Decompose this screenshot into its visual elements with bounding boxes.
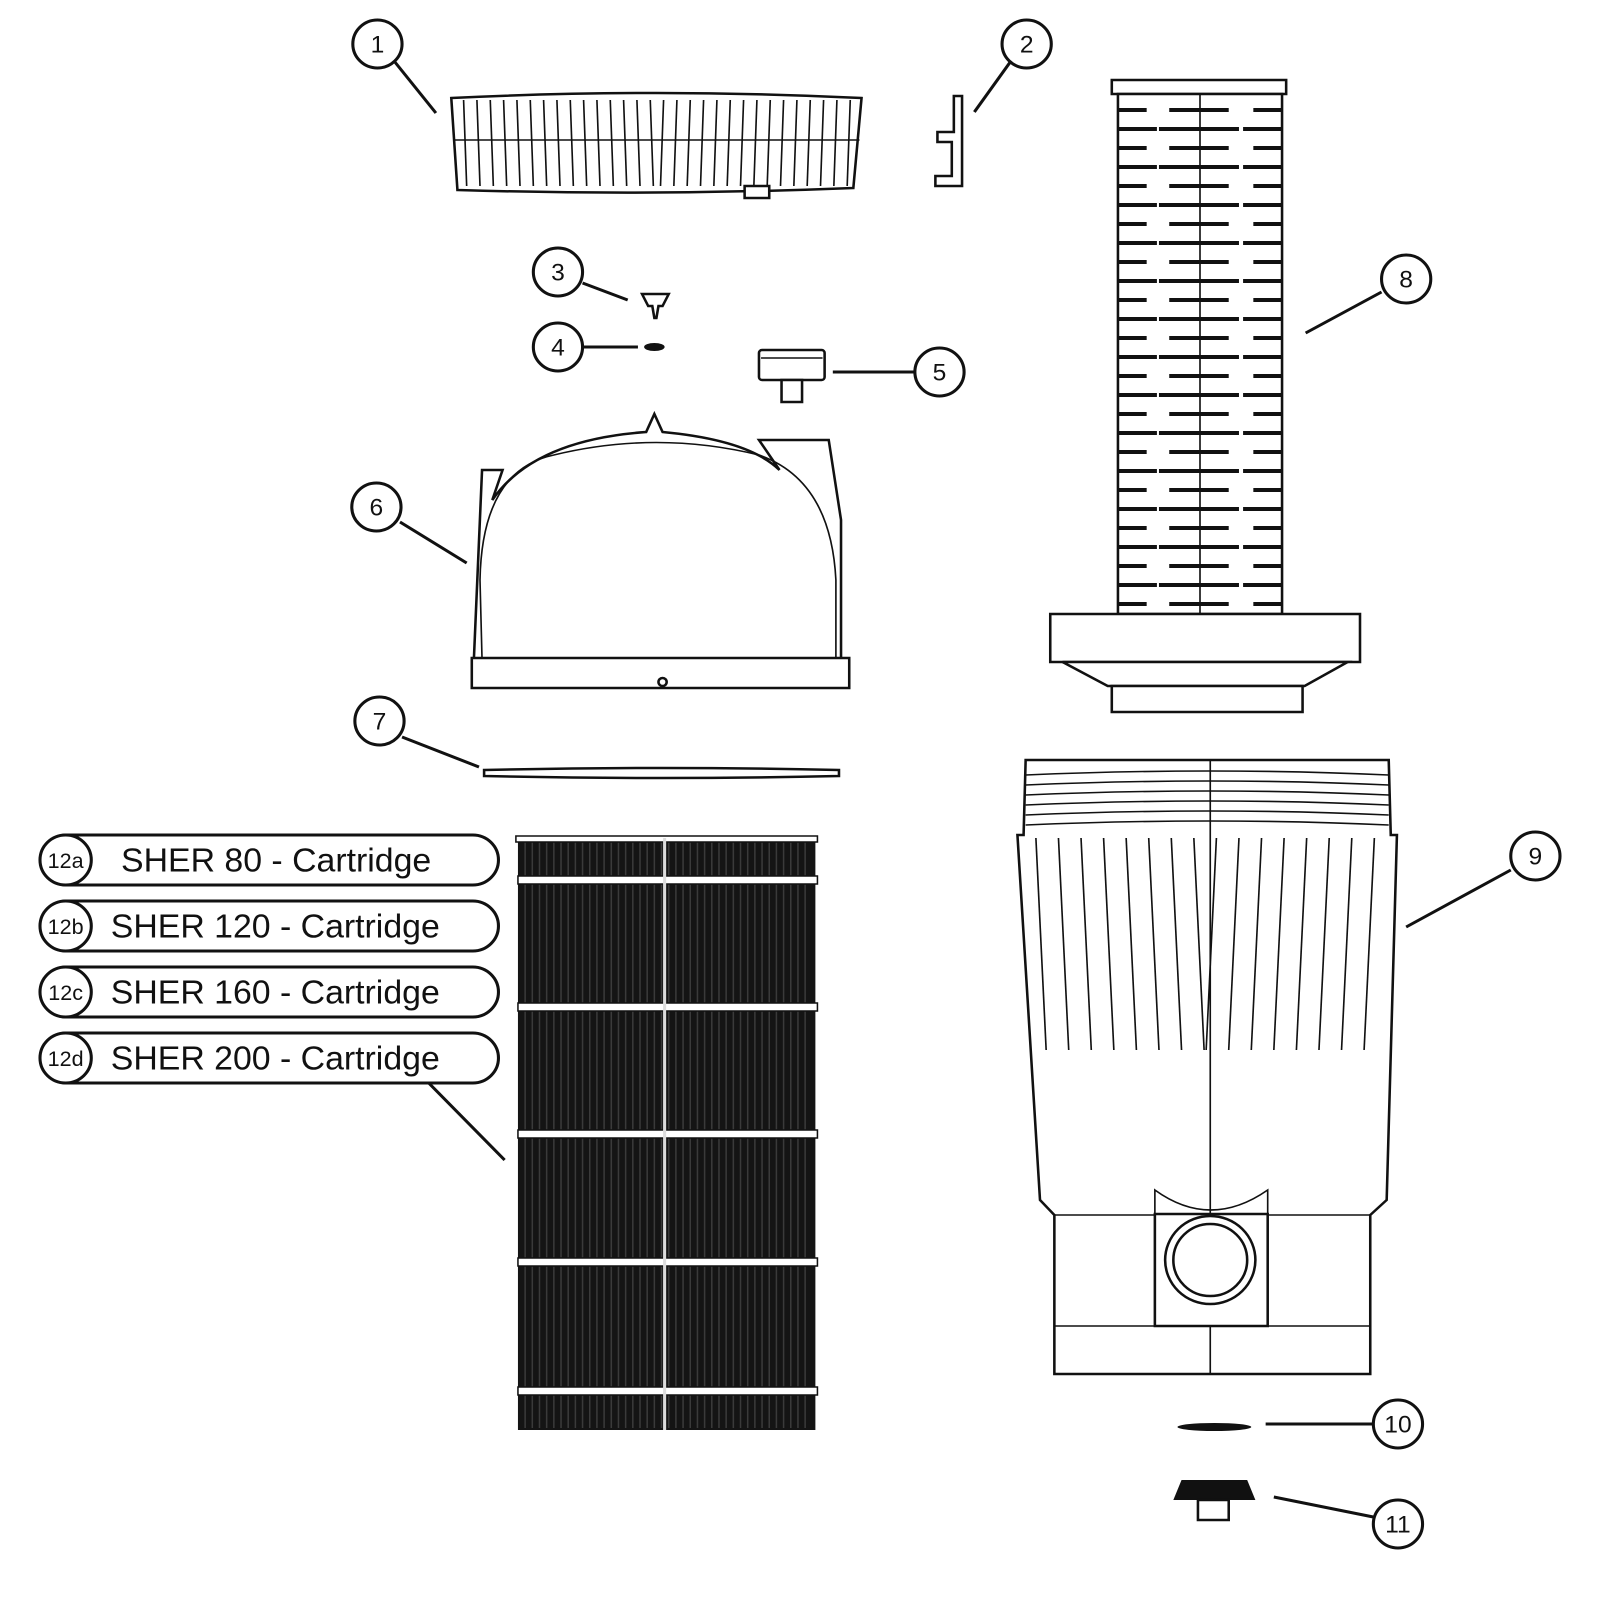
callout-number: 8 [1399,267,1413,294]
callout-10: 10 [1371,1398,1425,1450]
callout-number: 11 [1385,1512,1411,1539]
label-number: 12d [48,1047,84,1071]
part-11-drain-plug [1173,1480,1256,1522]
callout-4: 4 [531,321,585,373]
callout-11: 11 [1371,1498,1425,1550]
label-number: 12a [48,849,84,873]
callout-number: 5 [933,360,947,387]
callout-circle [1509,830,1562,882]
cartridge-label-12c: 12c SHER 160 - Cartridge [38,965,500,1019]
callout-circle [353,695,406,747]
label-text: SHER 120 - Cartridge [111,909,440,946]
callout-circle [350,481,403,533]
label-number: 12b [48,915,84,939]
callout-1: 1 [351,18,404,70]
part-2-clip [934,94,964,188]
callout-circle [913,346,966,398]
label-text: SHER 200 - Cartridge [111,1041,440,1078]
callout-number: 9 [1529,844,1543,871]
callout-circle [531,321,585,373]
callout-circle [351,18,404,70]
callout-number: 4 [551,335,565,362]
label-text: SHER 80 - Cartridge [121,843,431,880]
part-10-drain-o-ring [1177,1423,1252,1431]
callout-7: 7 [353,695,406,747]
label-text: SHER 160 - Cartridge [111,975,440,1012]
callout-number: 2 [1020,32,1034,59]
callout-circle [1371,1498,1425,1550]
part-6-filter-dome [470,410,851,690]
callout-number: 10 [1384,1412,1411,1439]
callout-3: 3 [531,246,585,298]
part-7-tank-o-ring [482,766,841,780]
callout-2: 2 [1000,18,1053,70]
callout-circle [531,246,585,298]
callout-9: 9 [1509,830,1562,882]
part-3-air-relief-valve [639,292,671,320]
callout-6: 6 [350,481,403,533]
callout-circle [1000,18,1053,70]
part-9-tank-body [1016,758,1399,1376]
callout-number: 1 [371,32,385,59]
part-8-manifold-standpipe [1048,78,1362,714]
cartridge-model-labels: 12a SHER 80 - Cartridge 12b SHER 120 - Cart… [38,833,500,1085]
callout-8: 8 [1379,253,1433,305]
callout-5: 5 [913,346,966,398]
callout-circle [1371,1398,1425,1450]
callout-markers: 1 2 3 4 5 6 7 8 9 10 11 [350,18,1562,1550]
callout-number: 6 [370,495,384,522]
label-number: 12c [48,981,83,1005]
leader-lines [393,61,1512,1519]
part-1-lid-ring [449,91,863,200]
part-12-filter-cartridge [515,835,819,1430]
callout-number: 7 [373,709,387,736]
cartridge-label-12a: 12a SHER 80 - Cartridge [38,833,500,887]
callout-circle [1379,253,1433,305]
cartridge-label-12d: 12d SHER 200 - Cartridge [38,1031,500,1085]
part-5-pressure-gauge [757,348,826,404]
cartridge-label-12b: 12b SHER 120 - Cartridge [38,899,500,953]
callout-number: 3 [551,260,565,287]
part-4-o-ring [644,343,665,351]
